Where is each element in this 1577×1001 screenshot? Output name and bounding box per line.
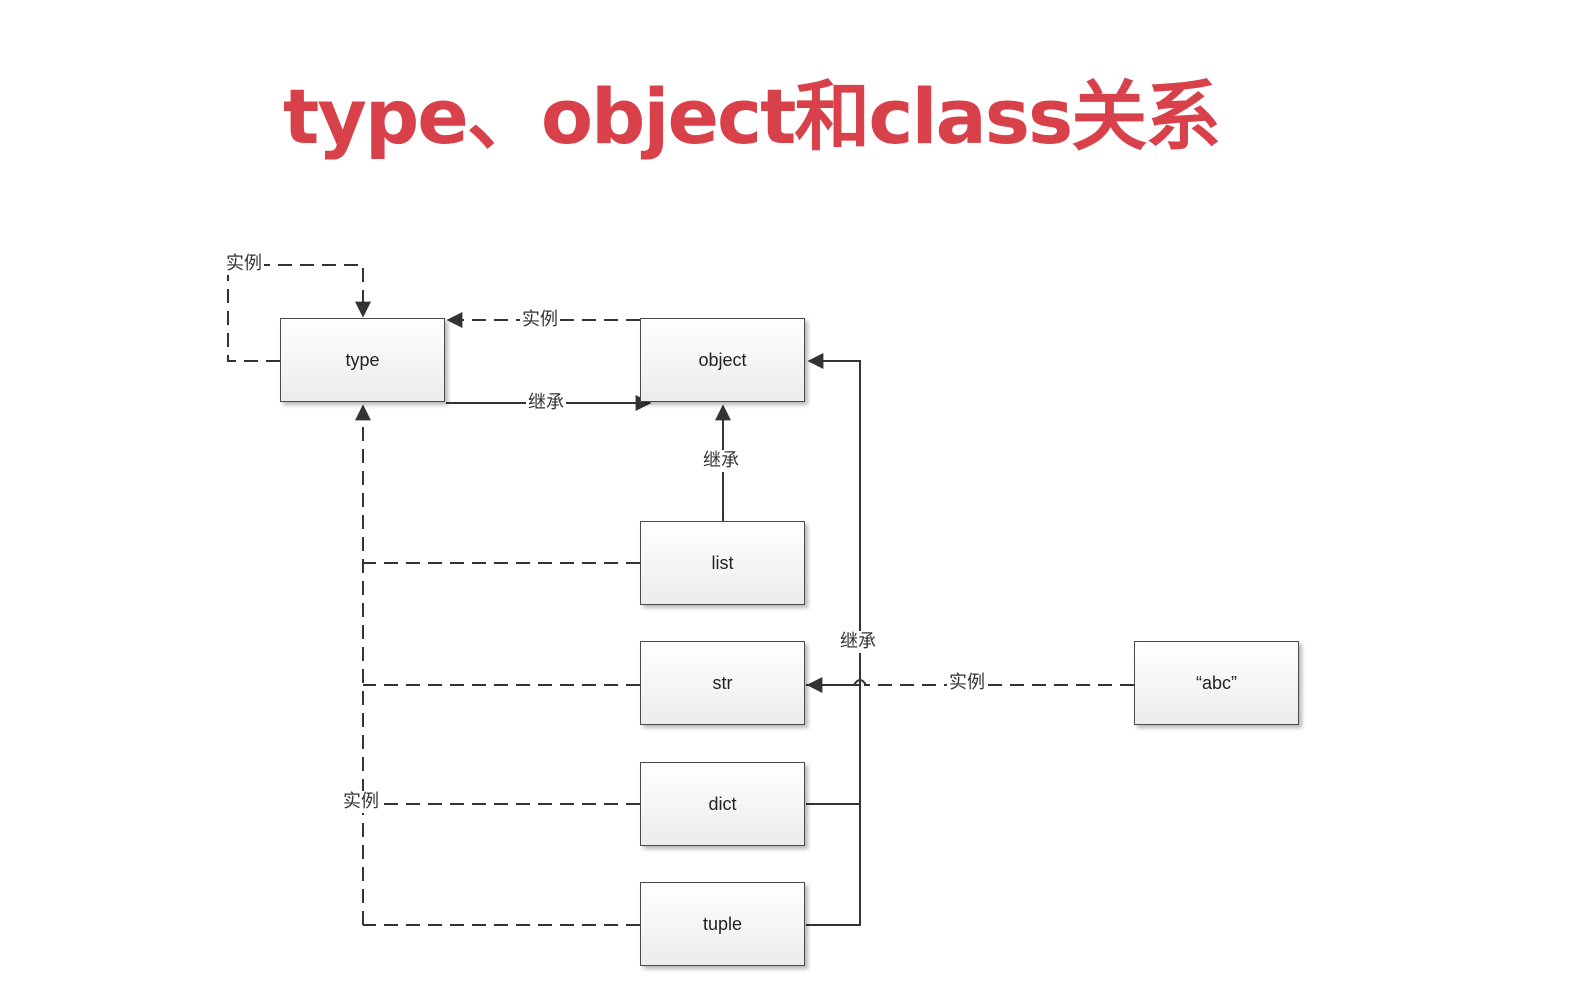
tuple-node: tuple: [640, 882, 805, 966]
str-node-label: str: [712, 672, 733, 693]
list-node-label: list: [711, 552, 734, 573]
object-instance-type-label: 实例: [520, 309, 560, 331]
abc-node: “abc”: [1134, 641, 1299, 725]
type-self-instance-line: [227, 264, 371, 362]
classes-instance-type-label: 实例: [341, 791, 381, 813]
abc-instance-str-label: 实例: [947, 672, 987, 694]
str-node: str: [640, 641, 805, 725]
dict-node: dict: [640, 762, 805, 846]
type-node-label: type: [345, 349, 380, 370]
type-self-instance-label: 实例: [224, 253, 264, 275]
classes-inherit-object-label: 继承: [838, 631, 878, 653]
object-node-label: object: [698, 349, 747, 370]
diagram-title: type、object和class关系: [283, 72, 1221, 161]
abc-node-label: “abc”: [1195, 672, 1237, 693]
object-node: object: [640, 318, 805, 402]
tuple-node-label: tuple: [702, 913, 743, 934]
list-inherits-object-label: 继承: [701, 450, 741, 472]
list-node: list: [640, 521, 805, 605]
line-hop: [853, 679, 867, 686]
type-node: type: [280, 318, 445, 402]
dict-node-label: dict: [708, 793, 737, 814]
type-inherits-object-label: 继承: [526, 392, 566, 414]
